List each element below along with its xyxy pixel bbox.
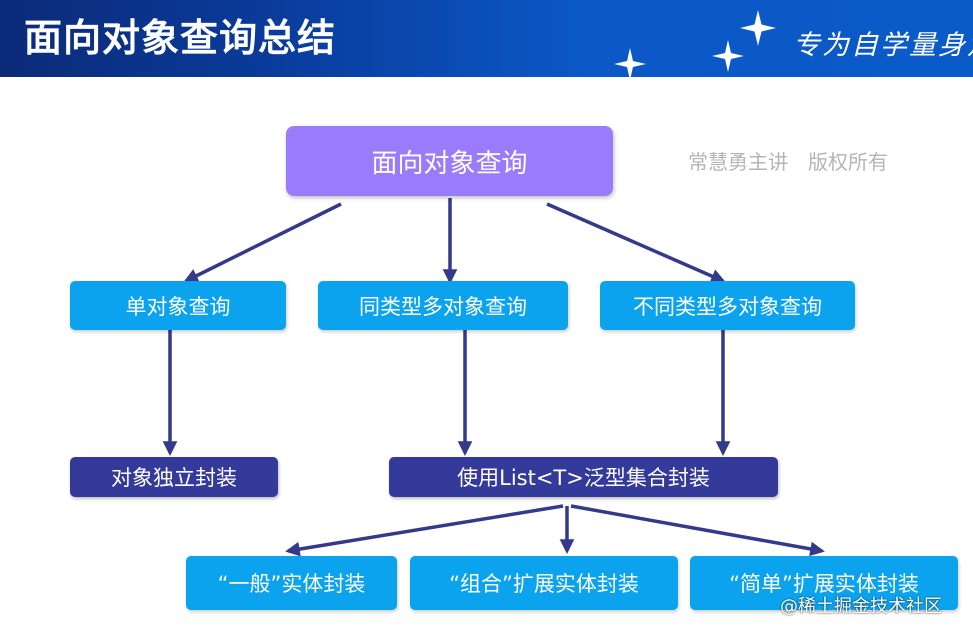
node-simple-extended-entity: “简单”扩展实体封装 [690, 556, 958, 610]
arrow-list-to-simple [570, 504, 825, 557]
node-standalone-encapsulation: 对象独立封装 [70, 457, 278, 497]
source-credit: @稀土掘金技术社区 [780, 596, 942, 617]
header-banner: 面向对象查询总结 专为自学量身定 [0, 0, 973, 80]
star-icon [712, 40, 744, 72]
node-combined-extended-entity: “组合”扩展实体封装 [410, 556, 678, 610]
arrow-list-to-general [285, 504, 564, 557]
node-list-generic-encapsulation: 使用List<T>泛型集合封装 [389, 457, 778, 497]
arrow-root-to-single [183, 202, 342, 283]
star-icon [614, 48, 646, 80]
header-slogan: 专为自学量身定 [793, 30, 973, 61]
root-node: 面向对象查询 [286, 126, 613, 196]
node-single-object-query: 单对象查询 [70, 281, 286, 330]
node-same-type-multi-query: 同类型多对象查询 [318, 281, 568, 330]
arrow-root-to-diff-type [546, 202, 726, 284]
copyright-watermark: 常慧勇主讲 版权所有 [688, 150, 888, 174]
node-diff-type-multi-query: 不同类型多对象查询 [600, 281, 855, 330]
page-title: 面向对象查询总结 [24, 16, 337, 60]
node-general-entity: “一般”实体封装 [186, 556, 397, 610]
star-icon [740, 10, 776, 46]
